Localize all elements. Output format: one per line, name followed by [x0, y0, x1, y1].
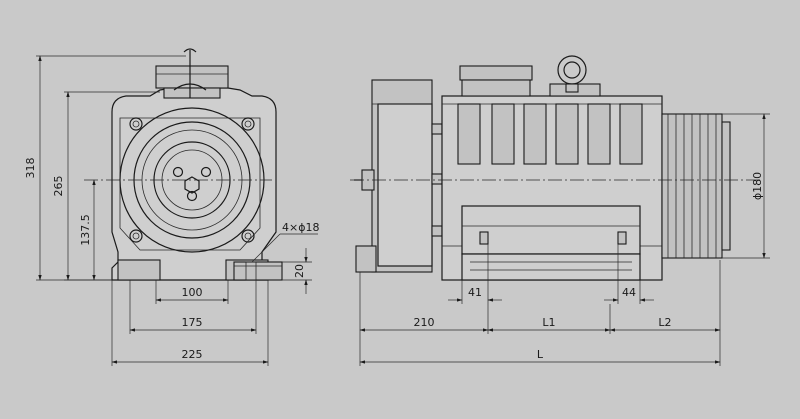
front-bolt-br: [241, 229, 255, 243]
front-top-neck: [163, 87, 221, 99]
side-top-box: [459, 65, 533, 81]
side-dimensions: ϕ180 41 44 210 L1 L2 L: [359, 113, 770, 366]
front-body: [111, 87, 277, 281]
dim-height-total: 318: [24, 158, 37, 179]
dim-width-mid: 175: [182, 316, 203, 329]
dim-len-c: L2: [658, 316, 671, 329]
dim-height-top: 265: [52, 176, 65, 197]
front-dimensions: 318 265 137.5 20 4×ϕ18 100 175 225: [24, 55, 319, 366]
dim-width-inner: 100: [182, 286, 203, 299]
side-lift-eye: [557, 55, 587, 85]
side-cooling-fins: [457, 103, 643, 165]
dim-len-b: L1: [542, 316, 555, 329]
front-bolt-tr: [241, 117, 255, 131]
front-view: [84, 48, 283, 281]
side-view: [350, 55, 760, 281]
front-foot-section: [233, 261, 283, 281]
hole-callout: 4×ϕ18: [282, 221, 319, 234]
dim-height-center: 137.5: [79, 214, 92, 246]
dim-width-total: 225: [182, 348, 203, 361]
dim-foot-height: 20: [293, 264, 306, 278]
front-foot-left: [117, 259, 161, 281]
front-shaft-nut: [184, 176, 200, 194]
side-traction-sheave: [661, 113, 731, 259]
dim-len-a: 210: [414, 316, 435, 329]
side-base: [461, 205, 641, 255]
dim-total: L: [537, 348, 544, 361]
front-bolt-bl: [129, 229, 143, 243]
dim-offset-right: 44: [622, 286, 636, 299]
front-bolt-tl: [129, 117, 143, 131]
dim-offset-left: 41: [468, 286, 482, 299]
dim-sheave-dia: ϕ180: [751, 172, 764, 200]
